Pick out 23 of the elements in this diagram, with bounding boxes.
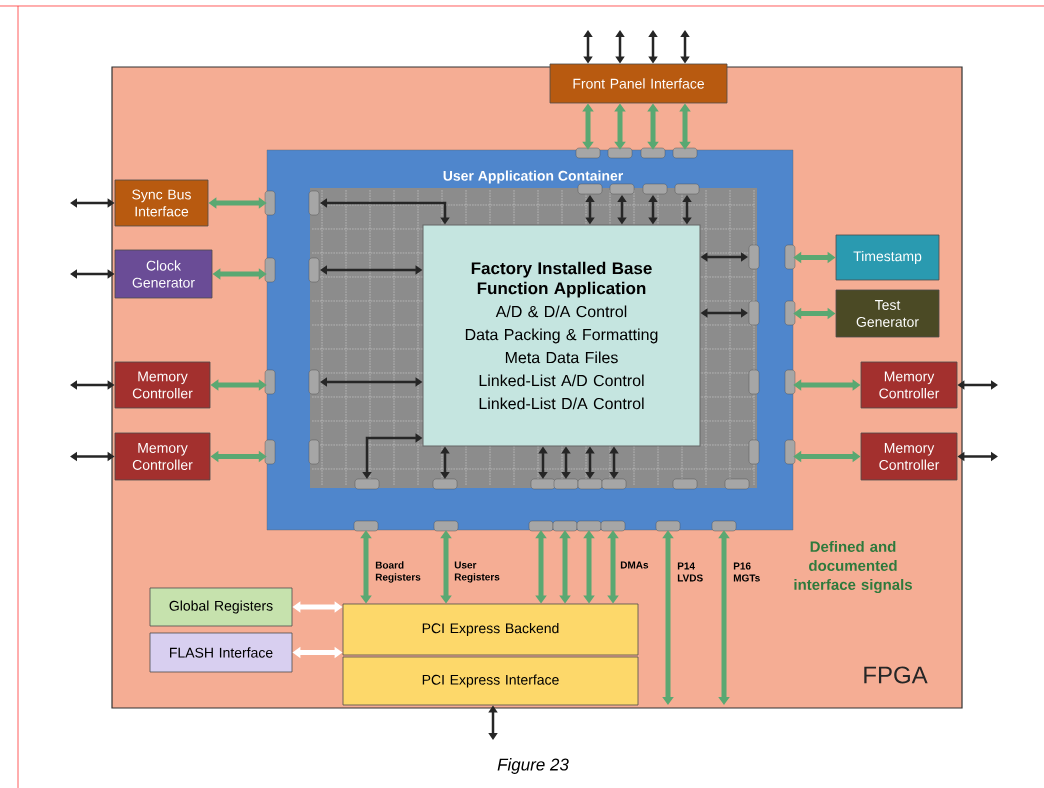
edge-label: User Registers bbox=[454, 561, 500, 583]
edge-label: Board Registers bbox=[375, 561, 421, 583]
figure-caption: Figure 23 bbox=[497, 758, 569, 774]
generator-box: Test Generator bbox=[835, 289, 940, 338]
interface-box: FLASH Interface bbox=[149, 632, 293, 673]
controller-box: Memory Controller bbox=[114, 432, 211, 481]
controller-box: Memory Controller bbox=[860, 361, 958, 409]
timestamp-box: Timestamp bbox=[835, 234, 940, 281]
controller-box: Memory Controller bbox=[860, 432, 958, 481]
note-text: Defined and documented interface signals bbox=[794, 540, 912, 594]
backend-box: PCI Express Backend bbox=[342, 603, 639, 656]
register-box: Global Registers bbox=[149, 587, 293, 627]
controller-box: Memory Controller bbox=[114, 361, 211, 409]
edge-label: P16 MGTs bbox=[733, 562, 760, 582]
interface-box: Front Panel Interface bbox=[549, 63, 728, 104]
interface-box: PCI Express Interface bbox=[342, 656, 639, 706]
edge-label: P14 LVDS bbox=[677, 562, 703, 582]
connector-arrow bbox=[718, 530, 730, 705]
generator-box: Clock Generator bbox=[114, 249, 213, 299]
connector-arrow bbox=[662, 530, 674, 705]
edge-label: DMAs bbox=[620, 561, 649, 569]
interface-box: Sync Bus Interface bbox=[114, 179, 209, 227]
application-box: Factory Installed Base Function Application A/D & D/A Control Data Packing & Formatting Meta Data Files Linked-List A/D Control Linked-List D/A Control bbox=[422, 224, 701, 447]
